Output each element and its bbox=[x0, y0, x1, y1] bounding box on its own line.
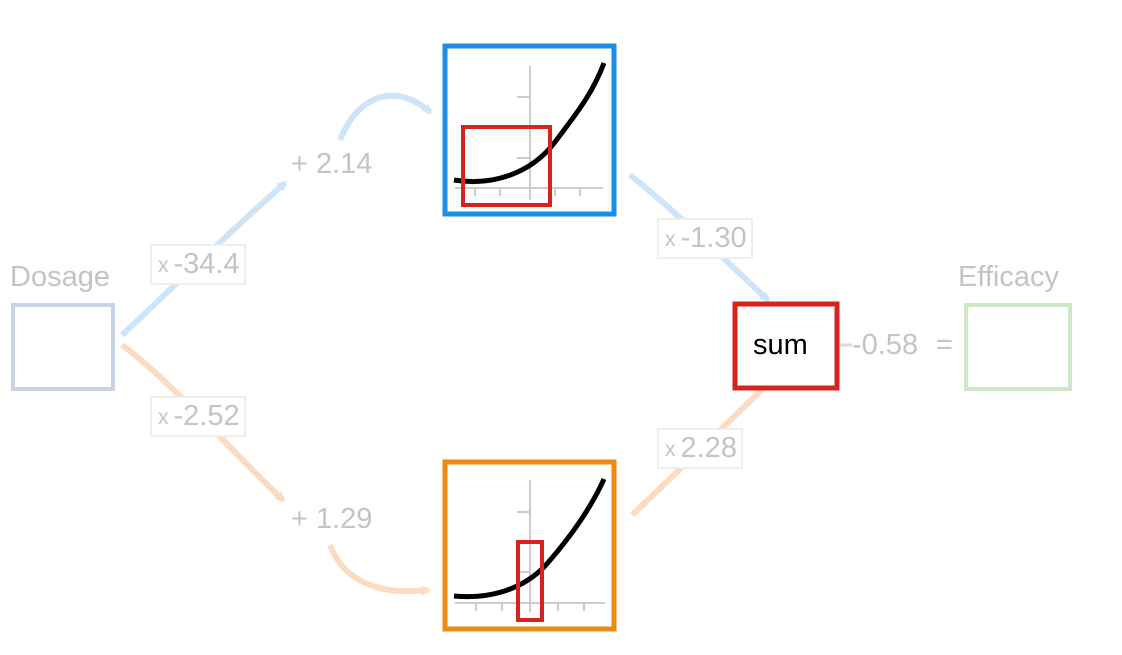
bottom-bias-to-node-arrow bbox=[327, 543, 431, 596]
top-bias-label: + 2.14 bbox=[291, 148, 373, 180]
curve-icon bbox=[453, 477, 607, 600]
top-output-weight-value: -1.30 bbox=[680, 222, 747, 254]
multiply-sign: x bbox=[665, 438, 676, 461]
sum-node-box bbox=[732, 301, 840, 391]
bottom-output-weight-value: 2.28 bbox=[680, 432, 737, 464]
bottom-input-weight-value: -2.52 bbox=[173, 400, 240, 432]
efficacy-label: Efficacy bbox=[958, 261, 1060, 293]
equals-sign: = bbox=[936, 329, 953, 361]
top-input-weight-value: -34.4 bbox=[173, 248, 240, 280]
multiply-sign: x bbox=[665, 228, 676, 251]
dosage-input-box bbox=[11, 303, 115, 391]
top-highlight-box bbox=[461, 125, 552, 207]
final-bias-label: -0.58 bbox=[852, 329, 919, 361]
top-activation-node bbox=[442, 43, 617, 217]
sum-label: sum bbox=[753, 329, 808, 361]
bottom-input-weight: x-2.52 bbox=[150, 396, 246, 437]
multiply-sign: x bbox=[158, 254, 169, 277]
efficacy-output-box bbox=[964, 303, 1072, 391]
top-input-weight: x-34.4 bbox=[150, 244, 246, 285]
bottom-highlight-box bbox=[516, 540, 544, 622]
curve-icon bbox=[453, 62, 607, 185]
multiply-sign: x bbox=[158, 406, 169, 429]
top-bias-to-node-arrow bbox=[337, 92, 433, 142]
bottom-bias-label: + 1.29 bbox=[291, 503, 373, 535]
bottom-activation-node bbox=[442, 459, 617, 632]
dosage-label: Dosage bbox=[10, 261, 110, 293]
top-output-weight: x-1.30 bbox=[657, 218, 753, 259]
